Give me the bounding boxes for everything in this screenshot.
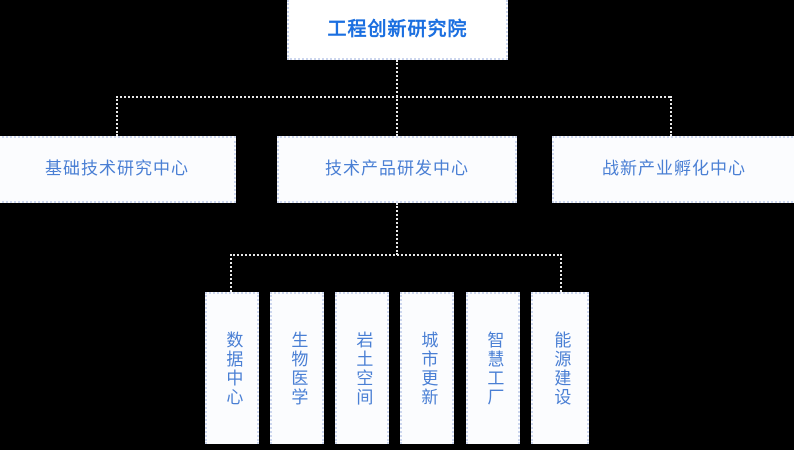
org-node-label: 城市更新 (417, 331, 438, 407)
org-node-root-label: 工程创新研究院 (327, 17, 468, 40)
org-node-urban-renewal[interactable]: 城市更新 (400, 292, 454, 444)
org-node-label: 生物医学 (287, 331, 308, 407)
org-node-label: 战新产业孵化中心 (602, 158, 746, 179)
connector-level3-drop-left (230, 254, 232, 292)
org-node-tech-product-rd-center[interactable]: 技术产品研发中心 (277, 136, 517, 203)
connector-level2-bus (116, 96, 670, 98)
org-node-label: 智慧工厂 (483, 331, 504, 407)
org-node-strategic-industry-incubation-center[interactable]: 战新产业孵化中心 (552, 136, 794, 203)
connector-level3-stem (396, 203, 398, 255)
org-node-geotechnical-space[interactable]: 岩土空间 (335, 292, 389, 444)
connector-level3-drop-right (560, 254, 562, 292)
connector-level3-bus (230, 254, 562, 256)
org-node-basic-tech-research-center[interactable]: 基础技术研究中心 (0, 136, 236, 203)
connector-level2-drop-1 (116, 96, 118, 136)
org-node-smart-factory[interactable]: 智慧工厂 (466, 292, 520, 444)
org-node-label: 岩土空间 (352, 331, 373, 407)
org-node-root[interactable]: 工程创新研究院 (287, 0, 508, 60)
org-node-label: 技术产品研发中心 (325, 158, 469, 179)
connector-level2-drop-3 (670, 96, 672, 136)
org-node-energy-construction[interactable]: 能源建设 (531, 292, 589, 444)
org-node-label: 基础技术研究中心 (45, 158, 189, 179)
org-node-label: 能源建设 (550, 331, 571, 407)
org-node-biomedicine[interactable]: 生物医学 (270, 292, 324, 444)
org-node-label: 数据中心 (222, 331, 243, 407)
connector-level2-drop-2 (396, 96, 398, 136)
connector-root-stem (396, 60, 398, 97)
org-node-data-center[interactable]: 数据中心 (205, 292, 259, 444)
